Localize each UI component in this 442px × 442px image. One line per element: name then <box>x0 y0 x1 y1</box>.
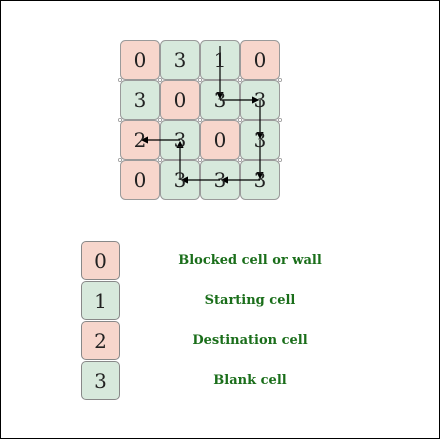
legend-label-blank: Blank cell <box>213 373 287 388</box>
grid-dot <box>118 157 123 162</box>
grid-cell-value: 3 <box>174 48 187 72</box>
legend-swatch-start: 1 <box>81 281 120 320</box>
grid-cell-value: 2 <box>134 128 147 152</box>
grid-dot <box>277 118 282 123</box>
grid-dot <box>157 118 162 123</box>
grid-cell-value: 3 <box>214 168 227 192</box>
grid-cell-value: 3 <box>134 88 147 112</box>
legend-swatch-destination: 2 <box>81 321 120 360</box>
grid-cell-value: 0 <box>174 88 187 112</box>
legend-value: 3 <box>94 368 107 393</box>
grid-dot <box>237 78 242 83</box>
grid-cell-r0-c0 <box>120 40 160 80</box>
grid-cell-r1-c1 <box>160 80 200 120</box>
grid-dot <box>197 118 202 123</box>
grid-cell-r1-c0 <box>120 80 160 120</box>
grid-dot <box>237 157 242 162</box>
legend-value: 2 <box>94 328 107 353</box>
grid-cell-r2-c2 <box>200 120 240 160</box>
grid-cell-value: 0 <box>254 48 267 72</box>
legend-label-start: Starting cell <box>204 293 296 308</box>
grid-cell-value: 0 <box>134 168 147 192</box>
legend-swatch-blank: 3 <box>81 361 120 400</box>
grid-cell-value: 3 <box>254 128 267 152</box>
legend-label-blocked: Blocked cell or wall <box>178 253 322 268</box>
grid-cell-value: 3 <box>254 88 267 112</box>
grid-dot <box>157 157 162 162</box>
grid-cell-value: 3 <box>174 168 187 192</box>
grid-cell-value: 0 <box>134 48 147 72</box>
grid-dot <box>277 157 282 162</box>
grid-dot <box>197 157 202 162</box>
legend-swatch-blocked: 0 <box>81 241 120 280</box>
grid-cell-r0-c1 <box>160 40 200 80</box>
grid-cell-value: 3 <box>174 128 187 152</box>
legend-value: 0 <box>94 248 107 273</box>
grid-cell-value: 3 <box>254 168 267 192</box>
grid-cell-r3-c0 <box>120 160 160 200</box>
grid-dot <box>237 118 242 123</box>
grid-cell-r0-c3 <box>240 40 280 80</box>
legend-value: 1 <box>94 288 107 313</box>
grid-dot <box>118 118 123 123</box>
legend-label-destination: Destination cell <box>192 333 308 348</box>
grid-cell-value: 3 <box>214 88 227 112</box>
grid-dot <box>118 78 123 83</box>
grid-dot <box>277 78 282 83</box>
grid-cell-value: 0 <box>214 128 227 152</box>
grid-dot <box>157 78 162 83</box>
grid-dot <box>197 78 202 83</box>
grid-cell-value: 1 <box>214 48 227 72</box>
